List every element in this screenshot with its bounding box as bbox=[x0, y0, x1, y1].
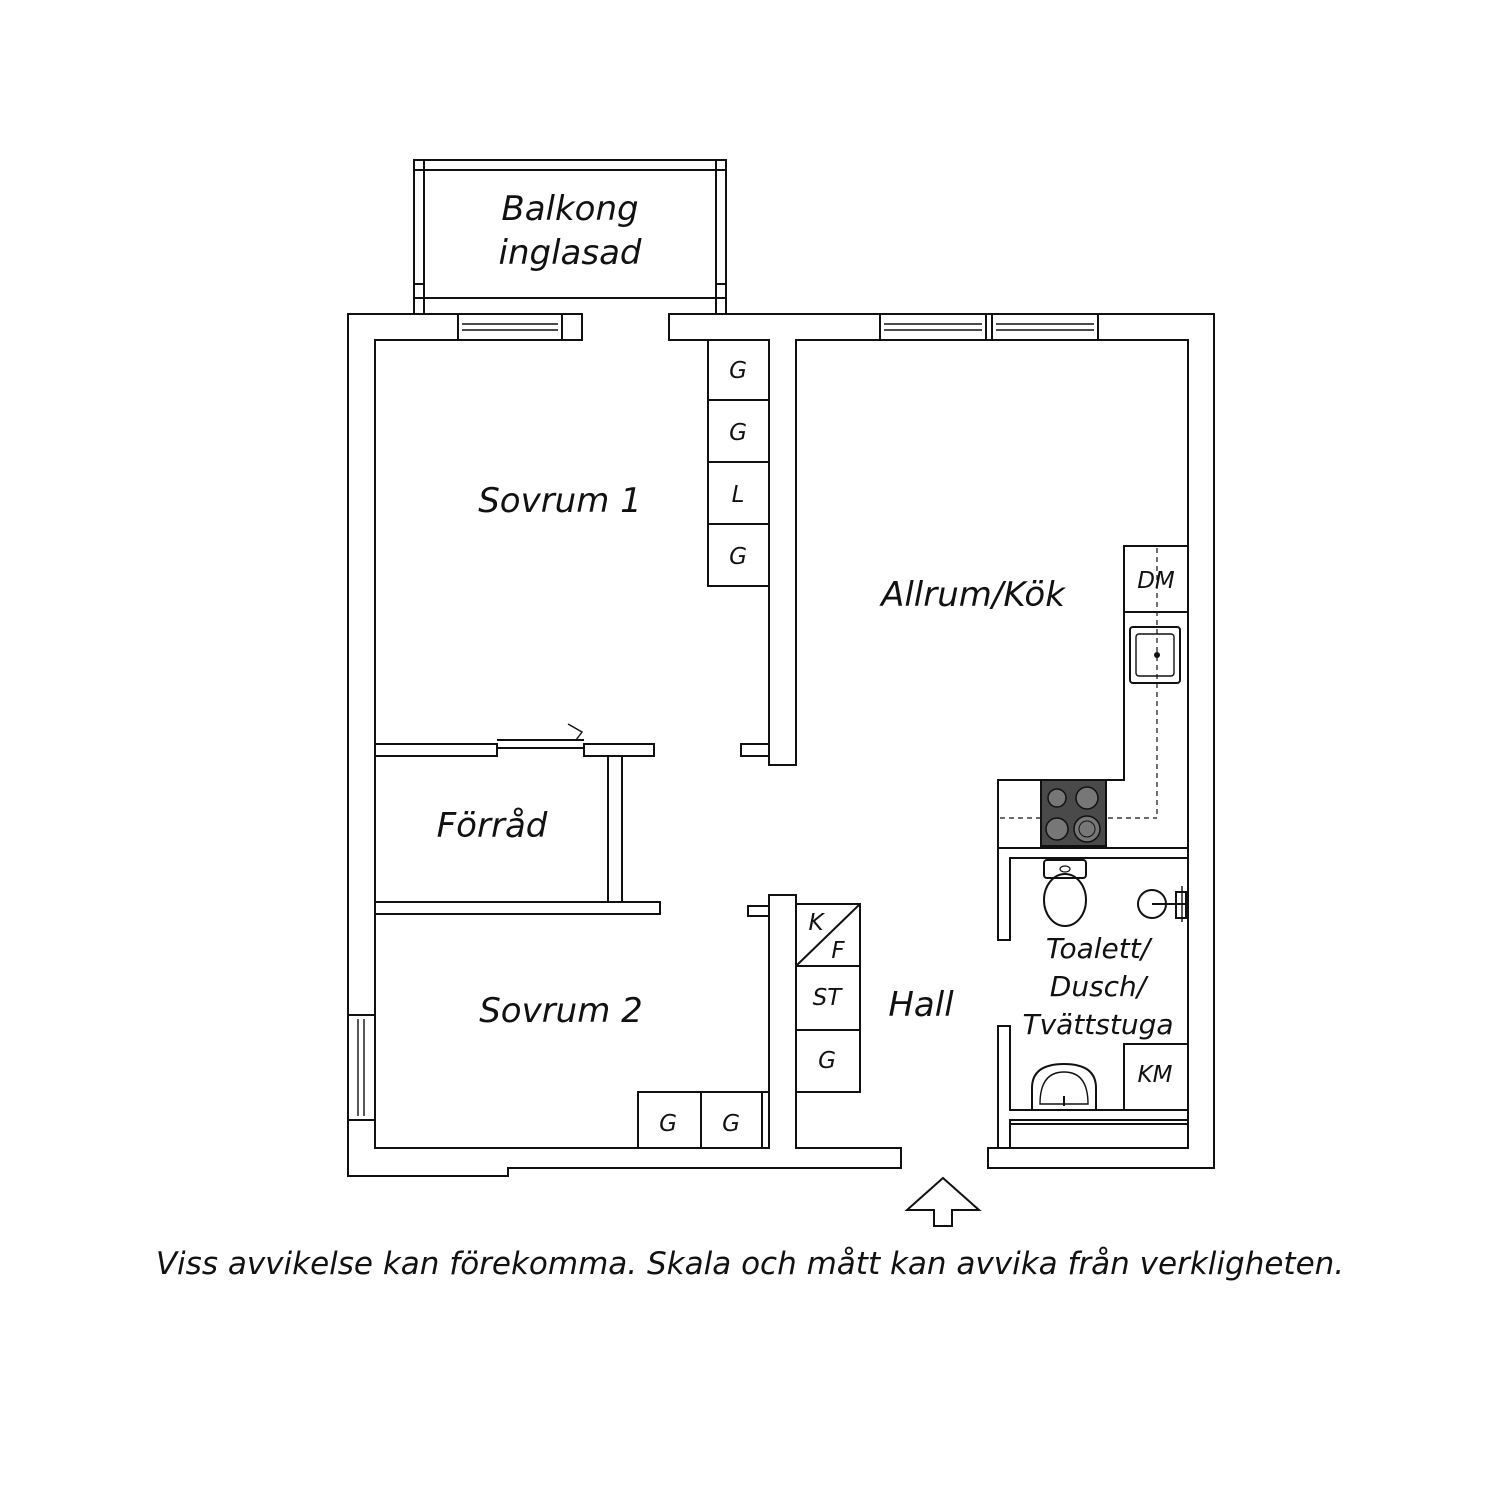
room-label-balkong-sub: inglasad bbox=[499, 233, 642, 273]
sovrum1-closets: G G L G bbox=[707, 339, 770, 587]
room-label-sovrum2: Sovrum 2 bbox=[479, 991, 643, 1031]
closet-label: G bbox=[818, 1048, 836, 1074]
outer-walls bbox=[347, 313, 1215, 1177]
room-label-allrum-kok: Allrum/Kök bbox=[879, 575, 1066, 615]
bathroom-fixtures: KM bbox=[1031, 859, 1189, 1111]
room-label-hall: Hall bbox=[888, 985, 954, 1025]
room-label-sovrum1: Sovrum 1 bbox=[478, 481, 642, 521]
closet-label: G bbox=[729, 544, 747, 570]
closet-label: G bbox=[659, 1111, 677, 1137]
sovrum2-closets: G G bbox=[637, 1091, 770, 1149]
closet-label: L bbox=[732, 482, 745, 508]
sink-icon bbox=[1129, 626, 1181, 684]
shower-icon bbox=[1137, 886, 1187, 922]
room-label-dusch: Dusch/ bbox=[1050, 970, 1149, 1003]
stove-icon bbox=[1040, 779, 1107, 847]
closet-label: ST bbox=[813, 985, 844, 1011]
entrance-arrow-icon bbox=[904, 1176, 982, 1227]
room-label-balkong: Balkong bbox=[501, 189, 638, 229]
closet-label: G bbox=[729, 420, 747, 446]
disclaimer-text: Viss avvikelse kan förekomma. Skala och … bbox=[155, 1246, 1345, 1282]
closet-label: K bbox=[808, 910, 825, 936]
dishwasher-label: DM bbox=[1137, 568, 1175, 594]
closet-label: G bbox=[729, 358, 747, 384]
interior-walls bbox=[374, 723, 1189, 1149]
room-label-forrad: Förråd bbox=[437, 806, 548, 846]
closet-label: F bbox=[831, 938, 845, 964]
toilet-icon bbox=[1043, 859, 1087, 927]
room-label-toalett: Toalett/ bbox=[1046, 932, 1153, 965]
hall-closets: K F ST G bbox=[795, 903, 861, 1093]
room-label-tvattstuga: Tvättstuga bbox=[1022, 1008, 1173, 1041]
washbasin-icon bbox=[1031, 1062, 1097, 1110]
closet-label: G bbox=[722, 1111, 740, 1137]
kitchen-counter: DM bbox=[997, 545, 1188, 848]
balcony bbox=[413, 159, 727, 314]
washing-machine-label: KM bbox=[1138, 1062, 1173, 1088]
